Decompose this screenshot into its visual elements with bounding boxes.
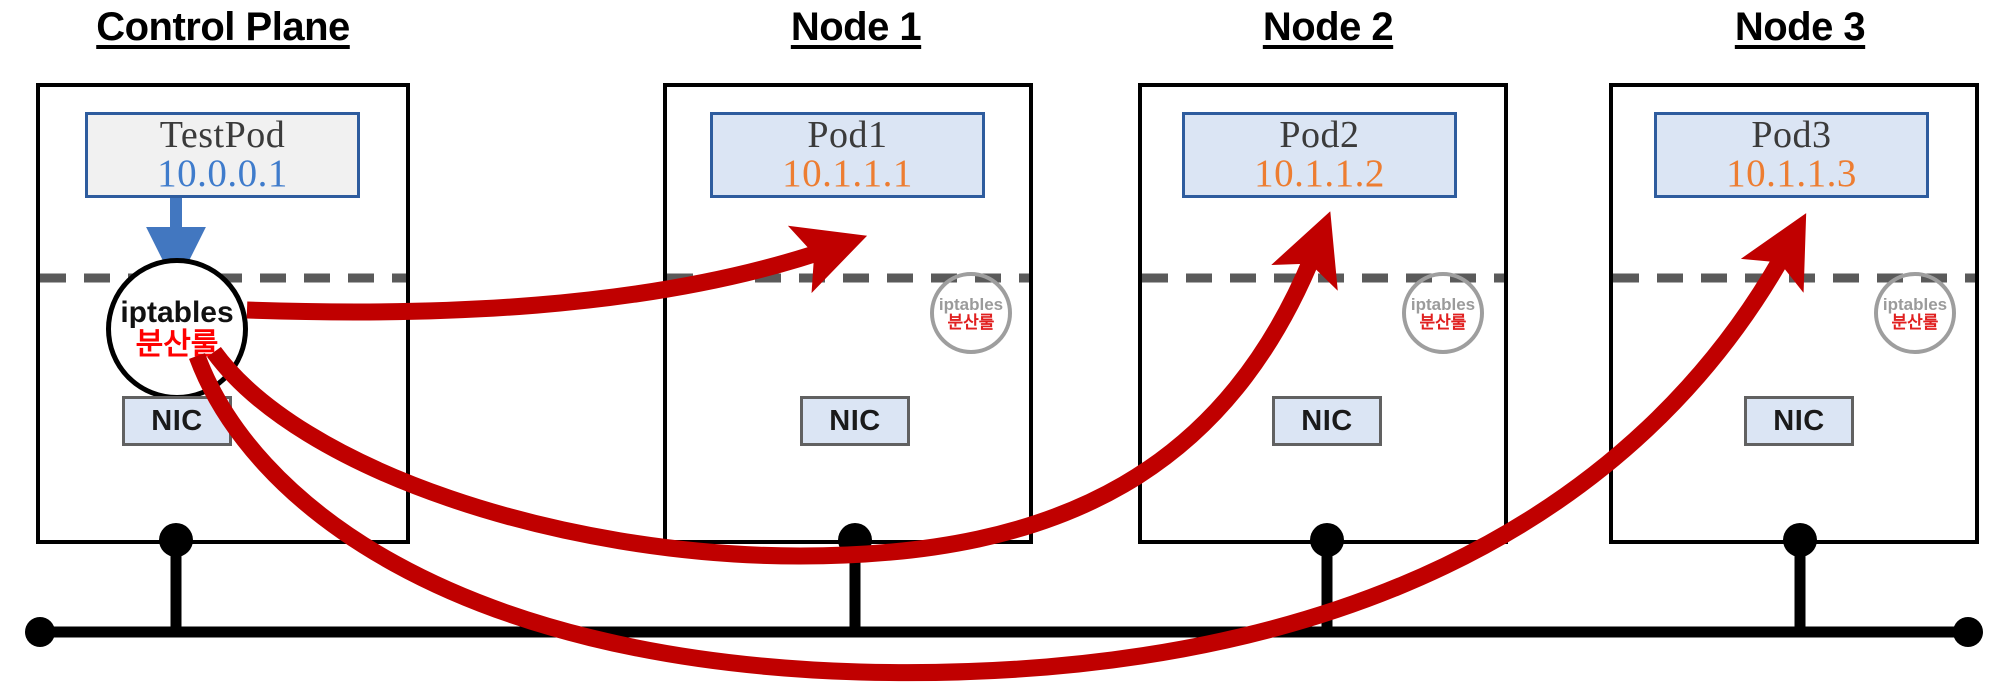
nic-box-node-1[interactable]: NIC xyxy=(800,396,910,446)
iptables-label-node-1: iptables xyxy=(938,294,1004,314)
group-title-node-3: Node 3 xyxy=(1734,5,1866,49)
iptables-label-node-2: iptables xyxy=(1410,294,1476,314)
iptables-circle-node-1[interactable]: iptables 분산룰 xyxy=(930,272,1012,354)
pod-box-pod1[interactable]: Pod1 10.1.1.1 xyxy=(710,112,985,198)
nic-label-control-plane: NIC xyxy=(151,404,203,437)
iptables-rule-label-node-2: 분산룰 xyxy=(1419,312,1467,332)
pod-ip-pod2: 10.1.1.2 xyxy=(1254,152,1385,196)
pod-box-pod3[interactable]: Pod3 10.1.1.3 xyxy=(1654,112,1929,198)
nic-box-node-2[interactable]: NIC xyxy=(1272,396,1382,446)
bus-tap-node-3 xyxy=(1783,523,1817,557)
iptables-rule-label-node-1: 분산룰 xyxy=(947,312,995,332)
red-arrow-to-pod3 xyxy=(189,213,1807,682)
pod-ip-pod1: 10.1.1.1 xyxy=(782,152,913,196)
iptables-label-control-plane: iptables xyxy=(120,296,234,329)
nic-label-node-2: NIC xyxy=(1301,404,1353,437)
pod-name-pod1: Pod1 xyxy=(807,113,888,156)
iptables-circle-node-3[interactable]: iptables 분산룰 xyxy=(1874,272,1956,354)
group-title-node-2: Node 2 xyxy=(1262,5,1394,49)
nic-label-node-3: NIC xyxy=(1773,404,1825,437)
pod-ip-testpod: 10.0.0.1 xyxy=(157,152,288,196)
red-arrow-to-pod2 xyxy=(207,211,1338,565)
pod-box-pod2[interactable]: Pod2 10.1.1.2 xyxy=(1182,112,1457,198)
nic-label-node-1: NIC xyxy=(829,404,881,437)
nic-box-node-3[interactable]: NIC xyxy=(1744,396,1854,446)
host-network-bus xyxy=(25,523,1983,647)
pod-ip-pod3: 10.1.1.3 xyxy=(1726,152,1857,196)
iptables-rule-label-node-3: 분산룰 xyxy=(1891,312,1939,332)
pod-name-testpod: TestPod xyxy=(159,113,286,156)
group-title-control-plane: Control Plane xyxy=(96,5,350,49)
bus-tap-control-plane xyxy=(159,523,193,557)
bus-tap-node-2 xyxy=(1310,523,1344,557)
iptables-label-node-3: iptables xyxy=(1882,294,1948,314)
group-title-node-1: Node 1 xyxy=(790,5,922,49)
pod-box-testpod[interactable]: TestPod 10.0.0.1 xyxy=(85,112,360,198)
iptables-circle-node-2[interactable]: iptables 분산룰 xyxy=(1402,272,1484,354)
red-arrow-to-pod1 xyxy=(246,225,868,321)
bus-endpoint-right xyxy=(1953,617,1983,647)
pod-name-pod2: Pod2 xyxy=(1279,113,1360,156)
pod-name-pod3: Pod3 xyxy=(1751,113,1832,156)
bus-endpoint-left xyxy=(25,617,55,647)
